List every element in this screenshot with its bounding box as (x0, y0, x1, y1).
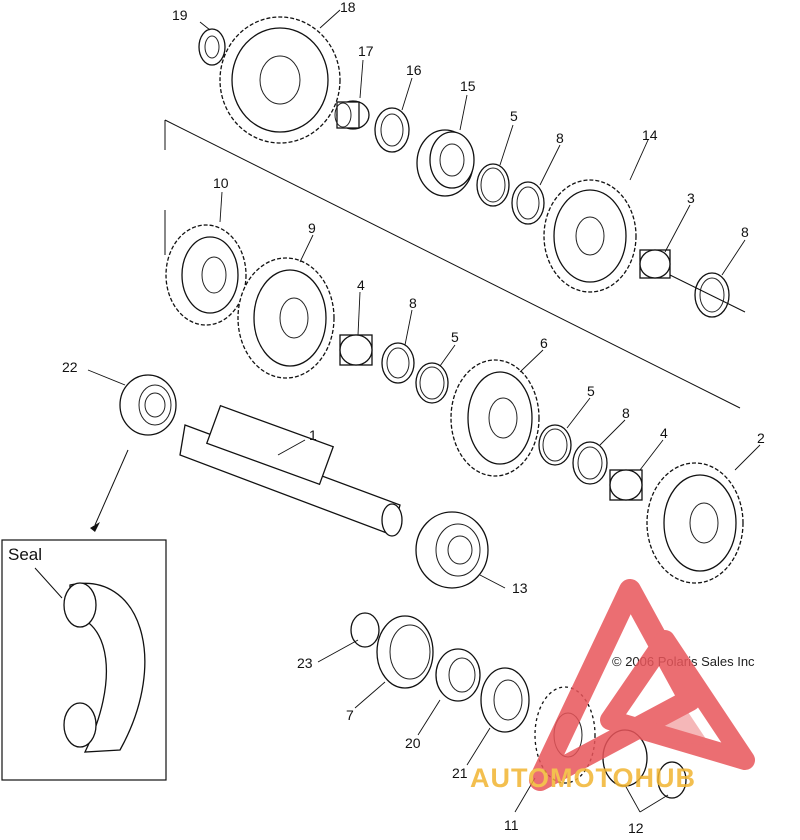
seal-7 (376, 615, 434, 689)
callout-5a: 5 (510, 108, 518, 124)
callout-8b: 8 (741, 224, 749, 240)
watermark-logo: AUTOMOTOHUB (470, 579, 755, 793)
bearing-11 (415, 511, 489, 589)
callout-14: 16 (406, 62, 422, 78)
gear-2 (646, 462, 744, 584)
bushing-18 (435, 648, 481, 702)
snap-ring-5c (538, 424, 572, 466)
part-callouts: 19 18 17 16 15 5 8 14 3 8 10 9 4 8 5 6 5… (62, 0, 765, 836)
callout-4a: 4 (357, 277, 365, 293)
seal-detail-inset: Seal (1, 449, 167, 781)
washer-17 (198, 28, 226, 66)
snap-ring-5b (415, 362, 449, 404)
gear-12 (543, 179, 637, 293)
callout-6: 6 (540, 335, 548, 351)
callout-17: 19 (172, 7, 188, 23)
callout-8a: 8 (556, 130, 564, 146)
callout-13: 15 (460, 78, 476, 94)
bearing-15 (334, 100, 370, 130)
callout-9: 9 (308, 220, 316, 236)
callout-5c: 5 (587, 383, 595, 399)
upper-gear-stack (198, 16, 746, 318)
seal-label: Seal (8, 545, 42, 564)
gear-9 (237, 257, 335, 379)
bearing-3 (639, 249, 671, 279)
callout-2: 2 (757, 430, 765, 446)
callout-4b: 4 (660, 425, 668, 441)
snap-ring-5a (476, 163, 510, 207)
callout-23: 23 (297, 655, 313, 671)
callout-15: 17 (358, 43, 374, 59)
shaft-assembly (119, 374, 489, 589)
washer-8b (694, 272, 730, 318)
callout-20: 11 (504, 817, 519, 833)
callout-22: 12 (628, 820, 644, 836)
callout-8d: 8 (622, 405, 630, 421)
gear-16 (219, 16, 341, 144)
callout-7: 7 (346, 707, 354, 723)
callout-8c: 8 (409, 295, 417, 311)
main-shaft-1 (179, 404, 403, 537)
callout-11: 13 (512, 580, 528, 596)
callout-3: 3 (687, 190, 695, 206)
callout-1: 1 (309, 427, 317, 443)
callout-12: 14 (642, 127, 658, 143)
hub-13 (416, 129, 475, 197)
bearing-4a (339, 334, 373, 366)
bearing-4b (609, 469, 643, 501)
callout-5b: 5 (451, 329, 459, 345)
leader-lines (87, 9, 761, 813)
watermark-text: AUTOMOTOHUB (470, 763, 696, 793)
washer-19 (480, 667, 530, 733)
callout-18: 20 (405, 735, 421, 751)
gear-6 (450, 359, 540, 477)
callout-16: 18 (340, 0, 356, 15)
washer-14 (374, 107, 410, 153)
assembly-divider (164, 119, 741, 409)
ring-23 (350, 612, 380, 648)
callout-21: 22 (62, 359, 78, 375)
callout-19: 21 (452, 765, 468, 781)
middle-gear-stack (165, 224, 744, 584)
callout-10: 10 (213, 175, 229, 191)
bearing-21 (119, 374, 177, 436)
gear-10 (165, 224, 247, 326)
seal-cross-section (63, 582, 146, 753)
